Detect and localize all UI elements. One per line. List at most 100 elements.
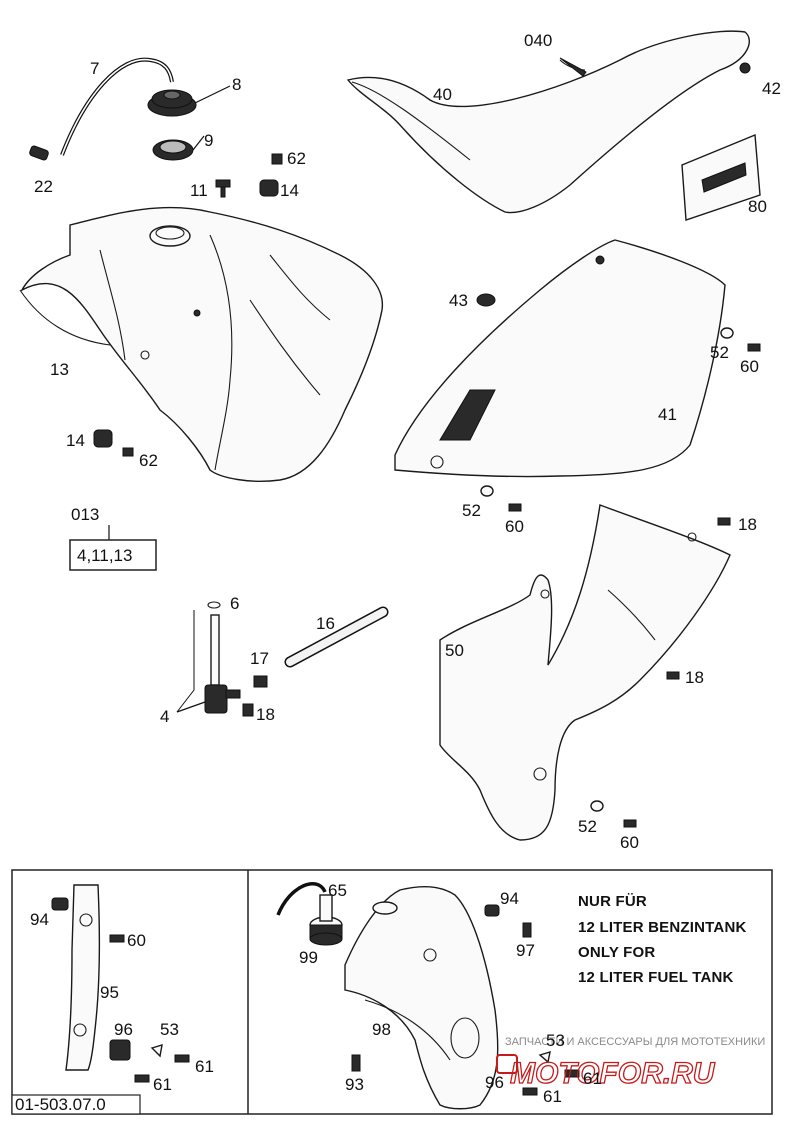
label-16: 16 — [316, 614, 335, 633]
label-8: 8 — [232, 75, 241, 94]
drawing-code: 01-503.07.0 — [15, 1095, 106, 1114]
label-6: 6 — [230, 594, 239, 613]
fuel-hose — [284, 606, 389, 668]
ktm-decal — [681, 133, 761, 221]
label-43: 43 — [449, 291, 468, 310]
label-99: 99 — [299, 948, 318, 967]
label-11: 11 — [190, 181, 208, 200]
label-60c: 60 — [620, 833, 639, 852]
note-line-4: 12 LITER FUEL TANK — [578, 969, 734, 986]
label-94b: 94 — [500, 889, 519, 908]
note-line-3: ONLY FOR — [578, 944, 655, 961]
label-96a: 96 — [114, 1020, 133, 1039]
optional-parts-frame — [11, 869, 773, 1115]
screw-18a — [717, 517, 731, 526]
fuel-tank — [19, 206, 384, 482]
screw-60a — [747, 343, 761, 352]
hose-clip-22 — [29, 145, 49, 161]
label-60b: 60 — [505, 517, 524, 536]
screw-61b — [134, 1074, 150, 1083]
set-contents: 4,11,13 — [77, 546, 132, 565]
label-62b: 62 — [139, 451, 158, 470]
washer-52b — [480, 485, 494, 497]
label-41: 41 — [658, 405, 677, 424]
label-53a: 53 — [160, 1020, 179, 1039]
fuel-tap — [204, 601, 241, 714]
label-62a: 62 — [287, 149, 306, 168]
breather-hose-small — [276, 882, 327, 916]
rubber-grommet-43 — [476, 293, 496, 307]
screw-60c — [623, 819, 637, 828]
label-50: 50 — [445, 641, 464, 660]
label-65: 65 — [328, 881, 347, 900]
set-contents-box — [69, 539, 157, 571]
label-52c: 52 — [578, 817, 597, 836]
label-60a: 60 — [740, 357, 759, 376]
seat — [346, 30, 751, 214]
screw-60b — [508, 503, 522, 512]
label-61c: 61 — [583, 1069, 602, 1088]
label-95: 95 — [100, 983, 119, 1002]
screw-18c — [242, 703, 254, 717]
washer-52a — [720, 327, 734, 339]
washer-53a — [150, 1044, 163, 1058]
hose-clip-17 — [253, 675, 268, 688]
label-52b: 52 — [462, 501, 481, 520]
fuel-cap-small — [309, 894, 343, 946]
screw-61a — [174, 1054, 190, 1063]
label-93: 93 — [345, 1075, 364, 1094]
mounting-bracket — [65, 884, 101, 1071]
label-53b: 53 — [546, 1031, 565, 1050]
label-80: 80 — [748, 197, 767, 216]
label-040: 040 — [524, 31, 552, 50]
fuel-cap — [147, 89, 197, 117]
side-cover-right — [394, 239, 726, 478]
label-18a: 18 — [738, 515, 757, 534]
watermark-brand: MOTOFOR.RU — [510, 1057, 716, 1090]
label-7: 7 — [90, 59, 99, 78]
nut-62a — [271, 153, 283, 165]
clip-96b — [496, 1054, 518, 1074]
note-line-1: NUR FÜR — [578, 893, 647, 910]
fuel-cap-gasket — [152, 139, 194, 161]
label-96b: 96 — [485, 1073, 504, 1092]
screw-93 — [351, 1054, 361, 1072]
set-code: 013 — [71, 505, 99, 524]
screw-61c — [564, 1069, 580, 1078]
label-4: 4 — [160, 707, 169, 726]
label-9: 9 — [204, 131, 213, 150]
label-42: 42 — [762, 79, 781, 98]
screw-18b — [666, 671, 680, 680]
spacer-94b — [484, 904, 500, 917]
label-18b: 18 — [685, 668, 704, 687]
label-61d: 61 — [543, 1087, 562, 1106]
screw-60d — [109, 934, 125, 943]
screw-97 — [522, 922, 532, 938]
label-52a: 52 — [710, 343, 729, 362]
note-line-2: 12 LITER BENZINTANK — [578, 919, 747, 936]
label-13: 13 — [50, 360, 69, 379]
label-14a: 14 — [280, 181, 299, 200]
side-cover-left — [439, 504, 731, 841]
clip-96a — [109, 1039, 131, 1061]
label-60d: 60 — [127, 931, 146, 950]
fuel-tank-12l — [344, 886, 499, 1110]
rubber-bush-14a — [259, 179, 279, 197]
label-40: 40 — [433, 85, 452, 104]
label-94a: 94 — [30, 910, 49, 929]
rubber-bush-14b — [93, 429, 113, 448]
label-97: 97 — [516, 941, 535, 960]
label-98: 98 — [372, 1020, 391, 1039]
label-22: 22 — [34, 177, 53, 196]
label-61a: 61 — [195, 1057, 214, 1076]
watermark-tagline: ЗАПЧАСТИ И АКСЕССУАРЫ ДЛЯ МОТОТЕХНИКИ — [505, 1036, 765, 1048]
washer-53b — [538, 1050, 551, 1064]
label-14b: 14 — [66, 431, 85, 450]
label-17: 17 — [250, 649, 269, 668]
washer-52c — [590, 800, 604, 812]
label-61b: 61 — [153, 1075, 172, 1094]
nut-62b — [122, 447, 134, 457]
label-18c: 18 — [256, 705, 275, 724]
